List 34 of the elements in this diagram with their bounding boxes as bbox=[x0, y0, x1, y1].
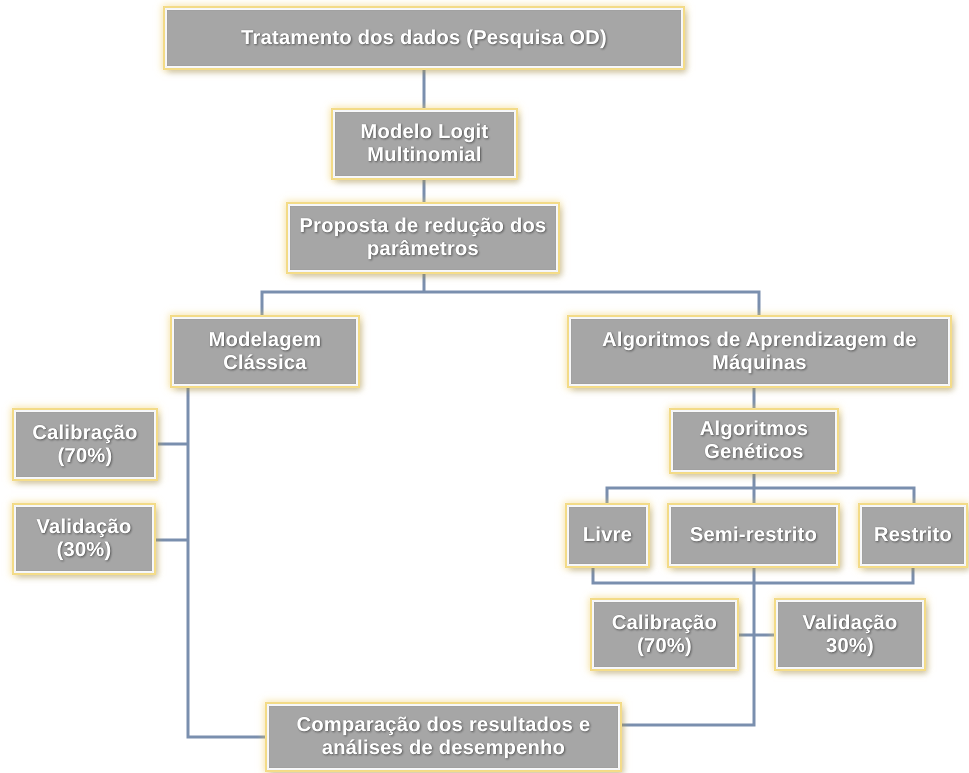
process-box bbox=[14, 410, 156, 479]
connector-line bbox=[186, 386, 267, 738]
box-label: Comparação dos resultados e análises de desempenho bbox=[296, 714, 592, 760]
process-box bbox=[333, 110, 516, 178]
process-box bbox=[172, 317, 358, 386]
connector-line bbox=[422, 68, 426, 110]
box-label: Calibração (70%) bbox=[31, 422, 139, 468]
process-box bbox=[288, 204, 558, 272]
box-label: Livre bbox=[582, 524, 632, 547]
process-box bbox=[592, 600, 737, 669]
box-label: Calibração (70%) bbox=[610, 612, 718, 658]
process-box bbox=[267, 704, 620, 770]
box-label: Proposta de redução dos parâmetros bbox=[298, 215, 548, 261]
box-label: Validação (30%) bbox=[36, 516, 132, 562]
box-label: Modelagem Clássica bbox=[208, 328, 322, 374]
connector-line bbox=[422, 272, 760, 317]
process-box bbox=[671, 410, 837, 472]
box-label: Tratamento dos dados (Pesquisa OD) bbox=[241, 26, 607, 50]
connector-line bbox=[422, 178, 426, 204]
connector-line bbox=[620, 566, 914, 726]
process-box bbox=[669, 505, 838, 566]
box-label: Modelo Logit Multinomial bbox=[359, 121, 490, 167]
process-box bbox=[14, 505, 154, 573]
process-box bbox=[165, 8, 683, 68]
box-label: Algoritmos Genéticos bbox=[698, 418, 810, 464]
process-box bbox=[569, 317, 950, 386]
process-box bbox=[567, 505, 648, 566]
process-box bbox=[860, 505, 966, 566]
box-label: Validação 30%) bbox=[802, 612, 898, 658]
box-label: Restrito bbox=[874, 524, 952, 547]
box-label: Semi-restrito bbox=[690, 524, 818, 547]
process-box bbox=[776, 600, 924, 669]
connector-line bbox=[752, 386, 756, 410]
box-label: Algoritmos de Aprendizagem de Máquinas bbox=[601, 328, 918, 374]
